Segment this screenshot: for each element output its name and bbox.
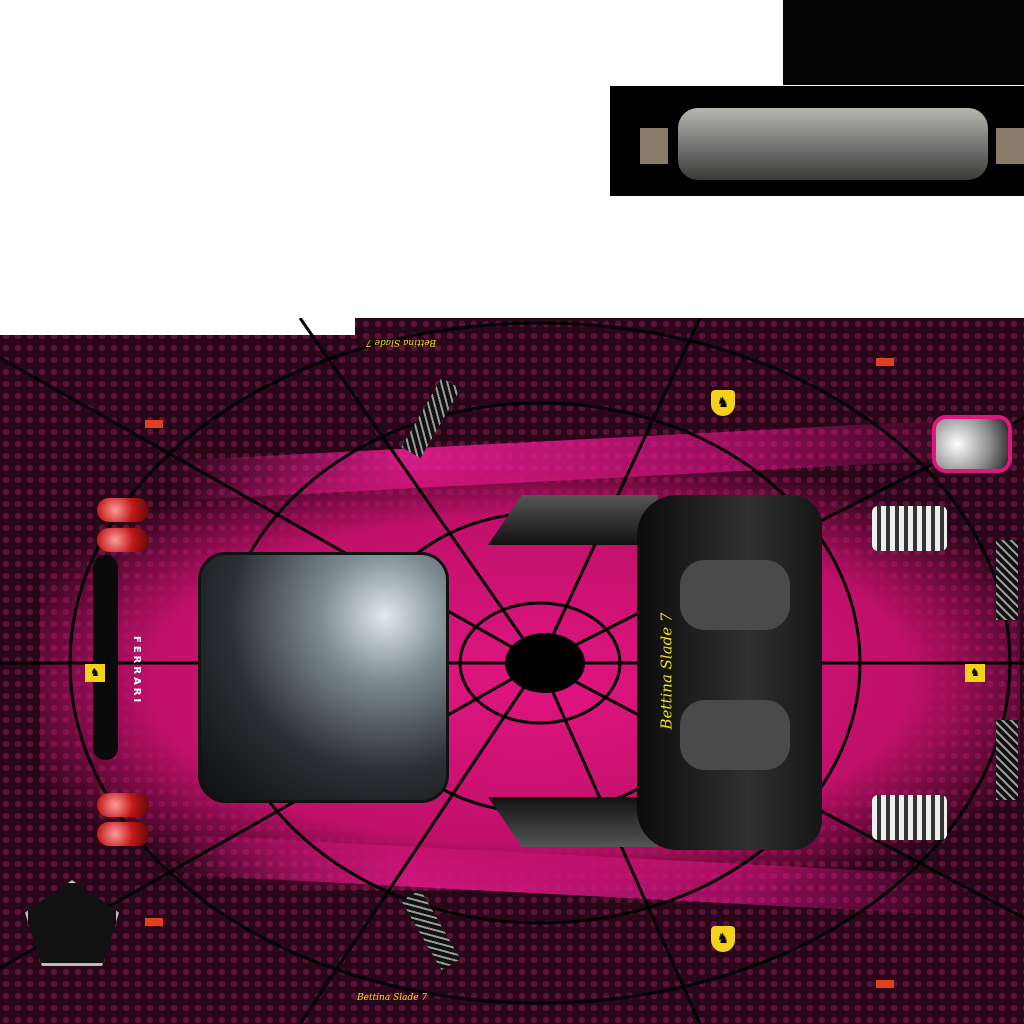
bumper-chrome	[678, 108, 988, 180]
blank-area	[0, 318, 355, 335]
prancing-horse-icon: ♞	[965, 664, 985, 682]
marker-light	[876, 980, 894, 988]
tail-light	[97, 822, 149, 846]
front-vent	[872, 506, 947, 551]
ferrari-shield-icon: ♞	[711, 390, 735, 416]
tail-light	[97, 528, 149, 552]
grille-mesh	[996, 540, 1018, 620]
marker-light	[145, 420, 163, 428]
ferrari-lettering: FERRARI	[131, 636, 142, 706]
rear-spoiler	[93, 555, 118, 760]
driver-signature-cockpit: Bettina Slade 7	[657, 612, 676, 730]
tail-light	[97, 498, 149, 522]
tail-light	[97, 793, 149, 817]
engine-cover-window	[198, 552, 449, 803]
bumper-clip-left	[640, 128, 668, 164]
driver-signature-bottom: Bettina Slade 7	[357, 993, 428, 1003]
driver-signature-top: Bettina Slade 7	[366, 337, 437, 347]
spider-icon	[505, 633, 585, 693]
seat-left	[680, 560, 790, 630]
prancing-horse-icon: ♞	[85, 664, 105, 682]
bumper-clip-right	[996, 128, 1024, 164]
grille-mesh	[996, 720, 1018, 800]
side-mirror	[932, 415, 1012, 473]
cockpit	[637, 495, 822, 850]
top-dark-strip	[783, 0, 1024, 85]
marker-light	[145, 918, 163, 926]
front-vent	[872, 795, 947, 840]
marker-light	[876, 358, 894, 366]
seat-right	[680, 700, 790, 770]
ferrari-shield-icon: ♞	[711, 926, 735, 952]
